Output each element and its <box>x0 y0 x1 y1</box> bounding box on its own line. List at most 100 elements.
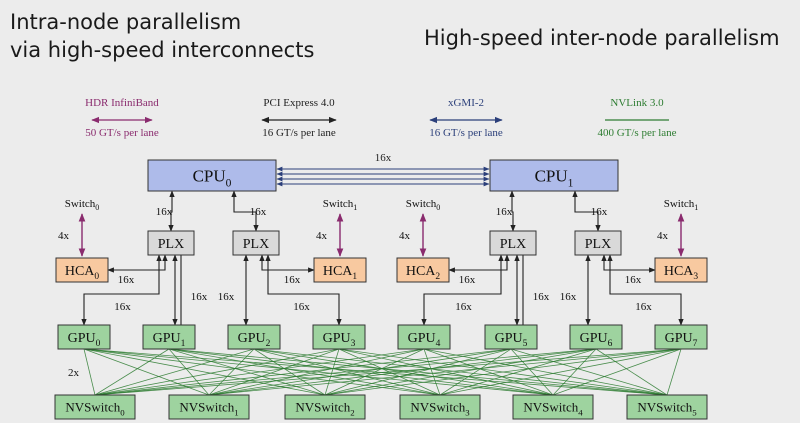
plx-hca-link <box>259 254 315 273</box>
hca-3: HCA3 <box>654 257 708 283</box>
gpu-5-label-sub: 5 <box>523 339 528 349</box>
nvswitch-0-label-sub: 0 <box>120 408 125 418</box>
nvlink-edge <box>208 348 255 396</box>
nvlink-edge <box>83 348 96 396</box>
plx-rect <box>147 230 195 256</box>
nvswitch-3-rect <box>399 394 481 420</box>
cpu-0-label: CPU0 <box>193 167 232 190</box>
nvswitch-4-label-sub: 4 <box>578 408 583 418</box>
cpu-1-label: CPU1 <box>535 167 574 190</box>
hca-2-label-sub: 2 <box>435 272 440 282</box>
legend: HDR InfiniBand 50 GT/s per lane PCI Expr… <box>85 97 676 139</box>
legend-pcie-rate: 16 GT/s per lane <box>262 127 336 139</box>
nvlink-edge <box>423 348 554 396</box>
nvlink-edge <box>510 348 668 396</box>
nvlink-edge <box>253 348 326 396</box>
nvswitch-0-rect <box>54 394 136 420</box>
plx-1: PLX <box>232 230 280 256</box>
hca-1-label-sub: 1 <box>352 272 357 282</box>
nvswitch-3: NVSwitch3 <box>399 394 481 420</box>
gpu-3-rect <box>312 324 366 350</box>
nvlink-edge <box>94 348 255 396</box>
nvlink-edge <box>83 348 554 396</box>
legend-infiniband: HDR InfiniBand 50 GT/s per lane <box>85 97 159 139</box>
plx-hca-link <box>601 254 656 273</box>
infiniband-uplink-label: 4x <box>399 230 411 242</box>
gpu-7-label: GPU7 <box>665 331 698 349</box>
intra-node-title: Intra-node parallelism via high-speed in… <box>10 8 314 64</box>
hca-1-label: HCA1 <box>323 264 358 282</box>
gpu-7-rect <box>654 324 708 350</box>
nvswitch-5-label-sub: 5 <box>692 408 697 418</box>
intra-node-title-line1: Intra-node parallelism <box>10 10 242 34</box>
legend-infiniband-rate: 50 GT/s per lane <box>85 127 159 139</box>
gpu-3-label-sub: 3 <box>351 339 356 349</box>
gpu-3-label-base: GPU <box>323 331 351 346</box>
xgmi-link: 16x <box>276 152 490 187</box>
gpu-4-label: GPU4 <box>408 331 441 349</box>
infiniband-uplink-label: 4x <box>58 230 70 242</box>
infiniband-uplink-label: 4x <box>657 230 669 242</box>
nvswitch-3-label-sub: 3 <box>465 408 470 418</box>
legend-nvlink-name: NVLink 3.0 <box>610 97 664 109</box>
nvlink-edge <box>439 348 682 396</box>
plx-gpu-link <box>265 254 342 326</box>
nvswitch-5-label-base: NVSwitch <box>637 400 692 415</box>
plx-gpu-link-label: 16x <box>533 291 550 303</box>
plx-3: PLX <box>574 230 622 256</box>
hca-2: HCA2 <box>396 257 450 283</box>
plx-gpu-link-label: 16x <box>293 301 310 313</box>
switch-label: Switch0 <box>65 198 100 212</box>
nvswitch-4: NVSwitch4 <box>512 394 594 420</box>
gpu-4-rect <box>397 324 451 350</box>
nvlink-edge <box>666 348 682 396</box>
gpu-2-label-base: GPU <box>238 331 266 346</box>
hca-3-label: HCA3 <box>664 264 699 282</box>
gpu-1-rect <box>142 324 196 350</box>
nvswitch-1-rect <box>168 394 250 420</box>
plx-gpu-link-label: 16x <box>191 291 208 303</box>
nvswitch-3-label-base: NVSwitch <box>410 400 465 415</box>
gpu-1: GPU1 <box>142 324 196 350</box>
legend-pcie: PCI Express 4.0 16 GT/s per lane <box>261 97 337 139</box>
plx-gpu-link <box>607 254 684 326</box>
switch-label-sub: 1 <box>694 203 698 212</box>
switch-label-base: Switch <box>323 198 354 210</box>
plx-label: PLX <box>500 237 526 252</box>
plx-rect <box>489 230 537 256</box>
cpu-plx-link-label: 16x <box>156 206 173 218</box>
gpu-7-label-base: GPU <box>665 331 693 346</box>
switch-label-sub: 0 <box>436 203 440 212</box>
legend-infiniband-name: HDR InfiniBand <box>85 97 159 109</box>
nvswitch-0-label: NVSwitch0 <box>65 400 125 418</box>
switch-label: Switch1 <box>664 198 699 212</box>
nvswitch-2-rect <box>284 394 366 420</box>
hca-1-rect <box>313 257 367 283</box>
switch-label-base: Switch <box>65 198 96 210</box>
plx-gpu-link-label: 16x <box>560 291 577 303</box>
gpu-0-label-sub: 0 <box>96 339 101 349</box>
nvlink-edge <box>208 348 597 396</box>
nvswitch-5-label: NVSwitch5 <box>637 400 697 418</box>
nvswitch-1-label-base: NVSwitch <box>179 400 234 415</box>
nvlink-edge <box>324 348 340 396</box>
plx-0: PLX <box>147 230 195 256</box>
gpu-0-label: GPU0 <box>68 331 101 349</box>
gpu-2-label: GPU2 <box>238 331 271 349</box>
nvlink-edge <box>595 348 668 396</box>
plx-hca-link-label: 16x <box>459 274 476 286</box>
nvlink-edge <box>94 348 425 396</box>
cpu-plx-link <box>231 190 259 232</box>
switch-label-sub: 1 <box>353 203 357 212</box>
hca-3-label-base: HCA <box>664 264 694 279</box>
infiniband-uplink-label: 4x <box>316 230 328 242</box>
hca-0-label-sub: 0 <box>94 272 99 282</box>
gpu-4-label-base: GPU <box>408 331 436 346</box>
nvlink-edge <box>208 348 425 396</box>
cpu-1-label-base: CPU <box>535 167 568 186</box>
gpu-6: GPU6 <box>569 324 623 350</box>
nvswitch-1-label: NVSwitch1 <box>179 400 238 418</box>
hca-0: HCA0 <box>55 257 109 283</box>
